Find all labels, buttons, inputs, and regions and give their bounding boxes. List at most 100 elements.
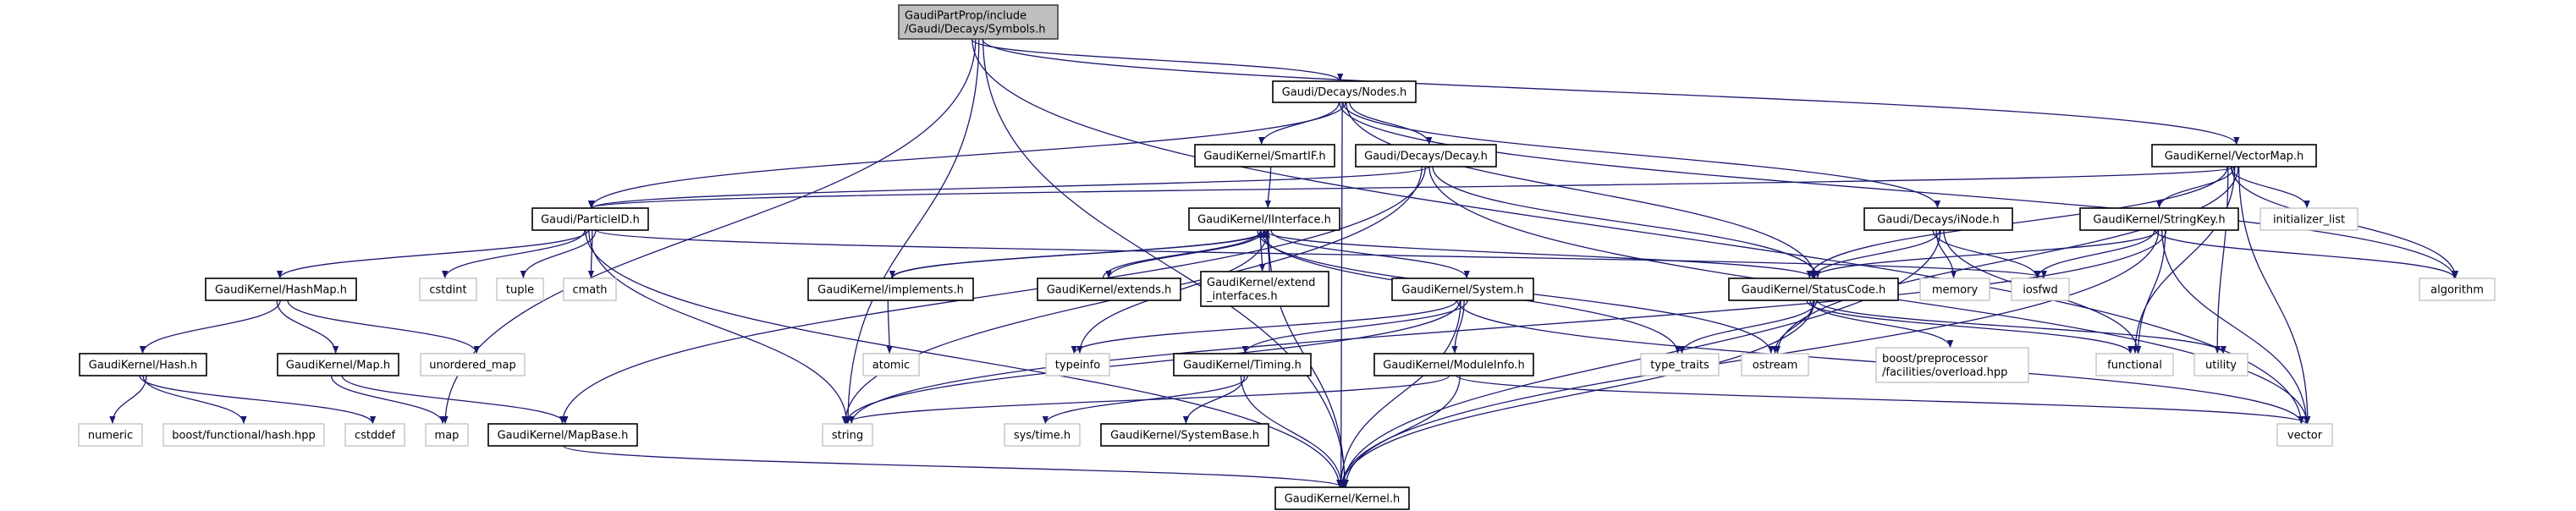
node-cmath: cmath — [563, 277, 617, 301]
edge-symbols-to-kernel — [982, 38, 1348, 488]
edge-particleid-to-cstdint — [442, 229, 586, 279]
node-type_traits: type_traits — [1640, 353, 1720, 376]
node-statuscode[interactable]: GaudiKernel/StatusCode.h — [1728, 277, 1899, 301]
node-box — [563, 277, 617, 301]
edge-vectormap-to-vector — [2237, 166, 2311, 425]
edge-hash-to-numeric — [109, 375, 147, 425]
node-label: atomic — [872, 360, 910, 372]
node-kernel[interactable]: GaudiKernel/Kernel.h — [1274, 486, 1410, 510]
node-box — [1373, 353, 1534, 376]
node-box — [1863, 207, 2013, 231]
edge-vectormap-to-utility — [2214, 166, 2229, 354]
node-cstddef: cstddef — [344, 423, 405, 447]
edge-vectormap-to-particleid — [588, 166, 2237, 209]
node-label: _interfaces.h — [1206, 290, 1278, 303]
node-system[interactable]: GaudiKernel/System.h — [1391, 277, 1534, 301]
node-label: Gaudi/Decays/Decay.h — [1364, 151, 1488, 163]
node-label: GaudiKernel/extends.h — [1047, 284, 1172, 297]
edge-timing-to-kernel — [1240, 375, 1345, 488]
node-inode[interactable]: Gaudi/Decays/iNode.h — [1863, 207, 2013, 231]
node-smartif[interactable]: GaudiKernel/SmartIF.h — [1194, 144, 1335, 168]
node-label: boost/preprocessor — [1882, 353, 1989, 365]
edge-iinterface-to-extends — [1105, 229, 1264, 279]
edge-decay-to-mapbase — [559, 166, 1426, 425]
edge-stringkey-to-statuscode — [1809, 229, 2159, 279]
edge-statuscode-to-functional — [1806, 299, 2134, 354]
node-label: ostream — [1753, 360, 1798, 372]
node-decay[interactable]: Gaudi/Decays/Decay.h — [1355, 144, 1497, 168]
node-systembase[interactable]: GaudiKernel/SystemBase.h — [1100, 423, 1269, 447]
node-label: iosfwd — [2023, 284, 2058, 297]
node-label: cmath — [572, 284, 607, 297]
node-box — [1391, 277, 1534, 301]
node-label: Gaudi/Decays/Nodes.h — [1282, 86, 1407, 99]
edge-extends-to-iinterface — [1102, 229, 1264, 279]
node-timing[interactable]: GaudiKernel/Timing.h — [1173, 353, 1312, 376]
edge-mapbase-to-kernel — [563, 445, 1346, 488]
node-box — [78, 423, 143, 447]
edge-inode-to-statuscode — [1811, 229, 1940, 279]
node-box — [1045, 353, 1110, 376]
edge-statuscode-to-utility — [1817, 299, 2226, 354]
node-hash[interactable]: GaudiKernel/Hash.h — [79, 353, 207, 376]
edge-vectormap-to-statuscode — [1806, 166, 2228, 279]
node-extend_interfaces[interactable]: GaudiKernel/extend_interfaces.h — [1200, 271, 1329, 307]
node-box — [1188, 207, 1340, 231]
node-label: algorithm — [2430, 284, 2484, 297]
node-label: tuple — [506, 284, 534, 297]
node-label: GaudiKernel/MapBase.h — [498, 430, 629, 442]
edge-hashmap-to-unordered_map — [287, 299, 480, 354]
node-label: /facilities/overload.hpp — [1882, 366, 2007, 379]
edge-stringkey-to-string — [848, 229, 2167, 425]
edge-hashmap-to-hash — [139, 299, 281, 354]
edge-particleid-to-cmath — [587, 229, 595, 279]
node-initializer_list: initializer_list — [2260, 207, 2359, 231]
node-label: sys/time.h — [1014, 430, 1071, 442]
node-box — [2011, 277, 2070, 301]
node-box — [898, 4, 1059, 40]
node-implements[interactable]: GaudiKernel/implements.h — [807, 277, 974, 301]
node-symbols[interactable]: GaudiPartProp/include/Gaudi/Decays/Symbo… — [898, 4, 1059, 40]
node-box — [277, 353, 399, 376]
node-memory: memory — [1919, 277, 1990, 301]
node-box — [1194, 144, 1335, 168]
node-moduleinfo[interactable]: GaudiKernel/ModuleInfo.h — [1373, 353, 1534, 376]
node-label: boost/functional/hash.hpp — [172, 430, 316, 442]
edge-system-to-kernel — [1337, 299, 1461, 488]
edge-system-to-string — [843, 299, 1461, 425]
node-string: string — [822, 423, 873, 447]
edge-vectormap-to-functional — [2132, 166, 2236, 354]
edge-nodes-to-inode — [1342, 102, 1941, 209]
node-map_h[interactable]: GaudiKernel/Map.h — [277, 353, 399, 376]
node-box — [2151, 144, 2317, 168]
node-hashmap[interactable]: GaudiKernel/HashMap.h — [205, 277, 357, 301]
node-stringkey[interactable]: GaudiKernel/StringKey.h — [2079, 207, 2239, 231]
edge-moduleinfo-to-kernel — [1342, 375, 1461, 488]
node-box — [2095, 353, 2174, 376]
node-box — [420, 353, 526, 376]
node-extends[interactable]: GaudiKernel/extends.h — [1037, 277, 1181, 301]
node-box — [1355, 144, 1497, 168]
edge-hash-to-boost_hash — [142, 375, 247, 425]
node-vectormap[interactable]: GaudiKernel/VectorMap.h — [2151, 144, 2317, 168]
node-label: utility — [2205, 360, 2237, 372]
edge-system-to-moduleinfo — [1451, 299, 1465, 354]
node-box — [2260, 207, 2359, 231]
node-box — [1274, 486, 1410, 510]
edge-system-to-timing — [1241, 299, 1468, 354]
node-label: GaudiKernel/Map.h — [286, 360, 390, 372]
edge-vectormap-to-initializer_list — [2230, 166, 2310, 209]
node-label: GaudiKernel/HashMap.h — [215, 284, 347, 297]
node-box — [1200, 271, 1329, 307]
edge-hash-to-cstddef — [139, 375, 377, 425]
node-functional: functional — [2095, 353, 2174, 376]
edge-iinterface-to-system — [1270, 229, 1470, 279]
node-iinterface[interactable]: GaudiKernel/IInterface.h — [1188, 207, 1340, 231]
edge-moduleinfo-to-vector — [1456, 375, 2309, 425]
edge-map_h-to-map — [330, 375, 446, 425]
node-particleid[interactable]: Gaudi/ParticleID.h — [531, 207, 649, 231]
node-mapbase[interactable]: GaudiKernel/MapBase.h — [487, 423, 638, 447]
node-box — [822, 423, 873, 447]
node-box — [205, 277, 357, 301]
node-nodes[interactable]: Gaudi/Decays/Nodes.h — [1272, 80, 1417, 103]
